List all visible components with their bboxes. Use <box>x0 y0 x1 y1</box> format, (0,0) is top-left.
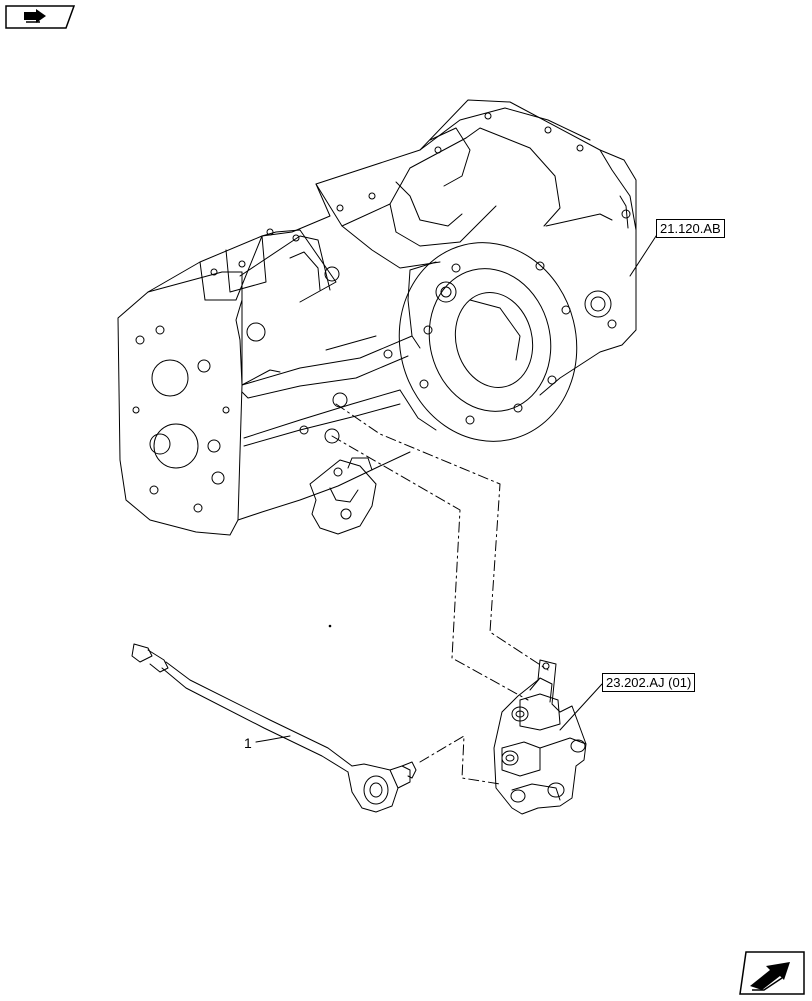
bottom-nav-button[interactable] <box>738 950 808 996</box>
callout-valve-ref[interactable]: 23.202.AJ (01) <box>602 673 696 692</box>
callout-housing-ref[interactable]: 21.120.AB <box>656 219 725 238</box>
item-number-1: 1 <box>244 735 252 751</box>
transmission-housing <box>117 99 637 536</box>
next-page-arrow-icon <box>739 951 805 995</box>
solenoid-harness <box>131 643 417 813</box>
valve-block <box>493 659 587 815</box>
book-arrow-icon <box>5 5 76 29</box>
top-nav-button[interactable] <box>4 4 76 30</box>
housing-holes <box>132 112 631 520</box>
connection-lines <box>331 403 549 785</box>
leader-lines <box>255 229 661 743</box>
